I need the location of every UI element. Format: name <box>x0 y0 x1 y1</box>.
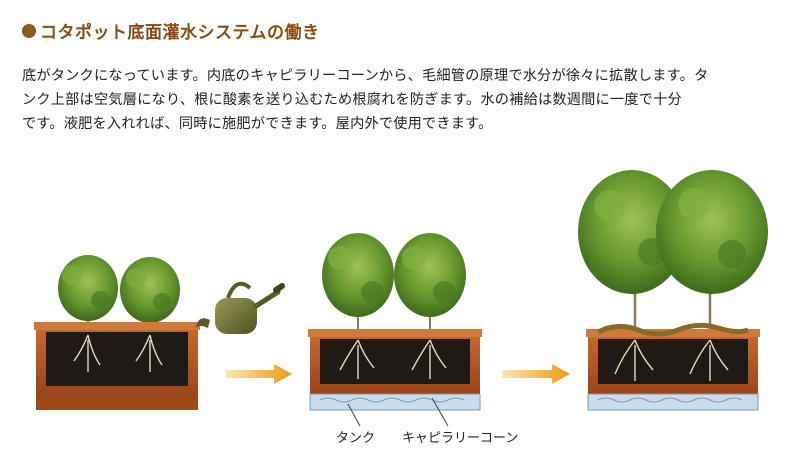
label-tank: タンク <box>336 431 375 446</box>
planter-3-soil <box>598 339 748 384</box>
tank-water-3 <box>587 393 759 411</box>
tree-2a <box>322 233 394 340</box>
heading-bullet-icon <box>22 23 36 38</box>
tree-1b <box>120 257 180 335</box>
planter-2-soil <box>320 339 470 384</box>
arrow-right-icon <box>226 364 292 384</box>
planter-stage-2 <box>308 233 482 411</box>
tree-2b <box>394 233 466 340</box>
cone-leader-line <box>431 397 449 427</box>
planter-stage-3 <box>578 170 768 411</box>
planter-stage-1 <box>34 255 200 410</box>
section-heading: コタポット底面灌水システムの働き <box>22 18 320 43</box>
description-line-2: ンク上部は空気層になり、根に酸素を送り込むため根腐れを防ぎます。水の補給は数週間… <box>22 92 682 108</box>
label-capillary-cone: キャピラリーコーン <box>402 431 518 446</box>
tree-3b <box>656 170 768 340</box>
planter-1-base <box>36 396 198 410</box>
description-line-1: 底がタンクになっています。内底のキャピラリーコーンから、毛細管の原理で水分が徐々… <box>22 68 709 84</box>
planter-1-rim <box>34 322 200 330</box>
arrow-right-icon <box>502 364 570 384</box>
planter-1-soil <box>46 332 188 386</box>
tree-1a <box>58 255 118 335</box>
tank-leader-line <box>347 403 361 427</box>
watering-can-icon <box>196 281 285 334</box>
planter-2-rim <box>308 329 482 337</box>
description-line-3: です。液肥を入れれば、同時に施肥ができます。屋内外で使用できます。 <box>22 116 493 132</box>
description: 底がタンクになっています。内底のキャピラリーコーンから、毛細管の原理で水分が徐々… <box>22 64 782 136</box>
heading-title: コタポット底面灌水システムの働き <box>40 23 320 43</box>
tank-water-2 <box>309 393 481 411</box>
